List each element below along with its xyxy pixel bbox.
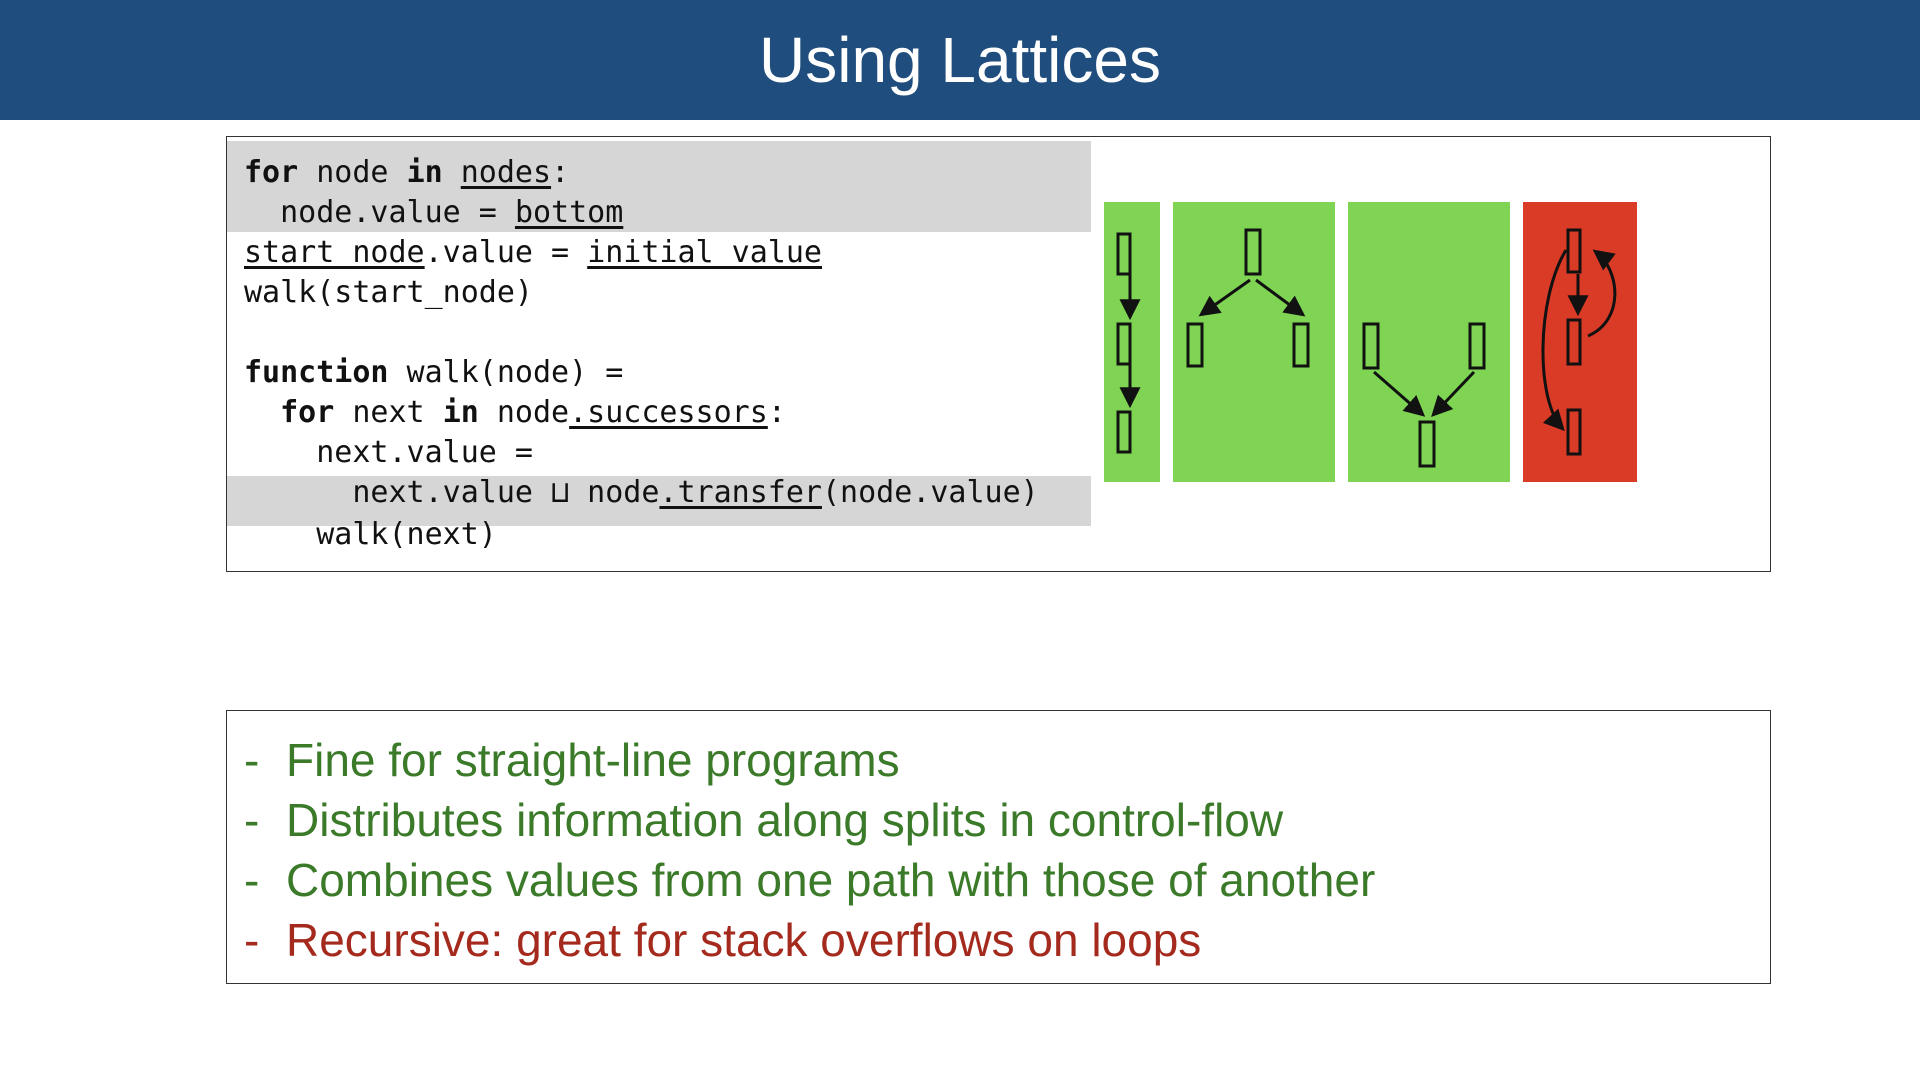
code-token [443,155,461,190]
code-token: node.value = [244,195,515,230]
code-line: walk(start_node) [244,273,533,313]
title-bar [0,0,1920,120]
code-line: next.value ⊔ node.transfer(node.value) [244,473,1039,513]
slide-title: Using Lattices [759,24,1161,96]
code-token: .transfer [659,475,822,510]
code-token: walk(next) [244,517,497,552]
panel-bg [1348,202,1510,482]
code-token: node [298,155,407,190]
control-flow-diagrams [1104,202,1637,482]
code-token: next [334,395,443,430]
code-panel [226,136,1771,572]
code-token: (node.value) [821,475,1039,510]
code-token: node [478,395,570,430]
code-line: node.value = bottom [244,193,623,233]
code-token: for [280,395,335,430]
code-token: function [244,355,389,390]
code-token: initial_value [587,235,822,270]
code-token: : [551,155,570,190]
bullet-item: -Distributes information along splits in… [244,794,1284,846]
diagram-merge [1348,202,1510,482]
code-line: start_node.value = initial_value [244,233,822,273]
code-line: for next in node.successors: [244,393,786,433]
code-token: in [406,155,443,190]
code-token: walk(start_node) [244,275,533,310]
code-token: in [442,395,479,430]
code-token [244,395,280,430]
bullet-item: -Fine for straight-line programs [244,734,900,786]
code-token: walk(node) = [388,355,624,390]
panel-bg [1173,202,1335,482]
code-line: function walk(node) = [244,353,623,393]
panel-bg [1104,202,1160,482]
code-highlight-init [227,141,1091,232]
code-token: start_node [244,235,425,270]
code-line: walk(next) [244,515,497,555]
bullet-item: -Recursive: great for stack overflows on… [244,914,1202,966]
code-token: .successors [569,395,768,430]
code-token: bottom [514,195,624,230]
code-token: .value = [424,235,588,270]
bullet-panel [226,710,1771,984]
diagram-loop [1523,202,1637,482]
code-token: : [767,395,786,430]
code-token: next.value = [244,435,533,470]
diagram-straight-line [1104,202,1160,482]
code-token: for [244,155,299,190]
code-highlight-join [227,476,1091,526]
diagram-split [1173,202,1335,482]
code-token: nodes [460,155,552,190]
code-line: for node in nodes: [244,153,569,193]
code-token: next.value ⊔ node [244,475,660,510]
bullet-item: -Combines values from one path with thos… [244,854,1376,906]
code-line: next.value = [244,433,533,473]
